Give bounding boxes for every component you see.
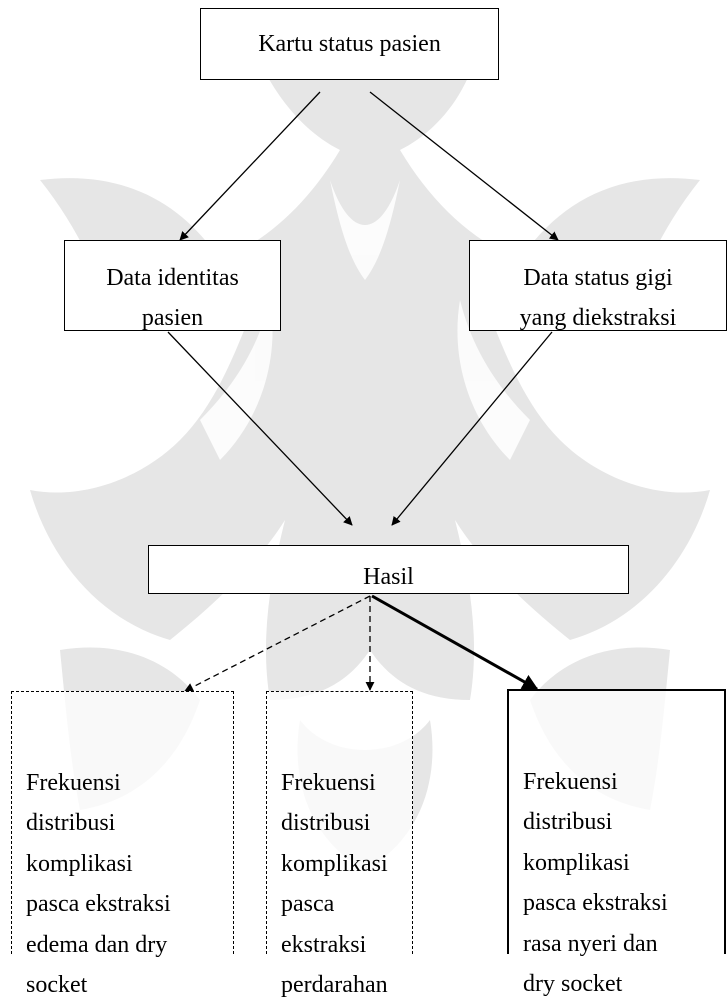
outcome-perdarahan-label: Frekuensi distribusi komplikasi pasca ek… <box>281 769 388 999</box>
node-status-gigi-label: Data status gigi yang diekstraksi <box>519 265 677 331</box>
arrow-kartu-to-identitas <box>179 91 321 241</box>
node-kartu-status-pasien: Kartu status pasien <box>200 8 499 80</box>
outcome-nyeri-dry-socket: Frekuensi distribusi komplikasi pasca ek… <box>507 689 726 997</box>
connector-arrows <box>167 91 559 692</box>
arrow-kartu-to-status-gigi <box>369 91 559 241</box>
outcome-edema-label: Frekuensi distribusi komplikasi pasca ek… <box>26 769 171 999</box>
arrow-hasil-to-edema <box>184 595 371 692</box>
outcome-nyeri-label: Frekuensi distribusi komplikasi pasca ek… <box>523 768 668 998</box>
node-kartu-label: Kartu status pasien <box>258 30 441 57</box>
arrow-hasil-to-nyeri <box>371 594 539 691</box>
arrow-status-gigi-to-hasil <box>391 331 553 526</box>
outcome-perdarahan: Frekuensi distribusi komplikasi pasca ek… <box>266 691 413 998</box>
node-data-identitas: Data identitas pasien <box>64 240 281 331</box>
arrow-identitas-to-hasil <box>167 331 353 526</box>
outcome-edema-dry-socket: Frekuensi distribusi komplikasi pasca ek… <box>11 691 234 998</box>
node-data-status-gigi: Data status gigi yang diekstraksi <box>469 240 727 331</box>
node-hasil-label: Hasil <box>363 564 414 590</box>
node-hasil: Hasil <box>148 545 629 594</box>
node-identitas-label: Data identitas pasien <box>106 265 239 331</box>
